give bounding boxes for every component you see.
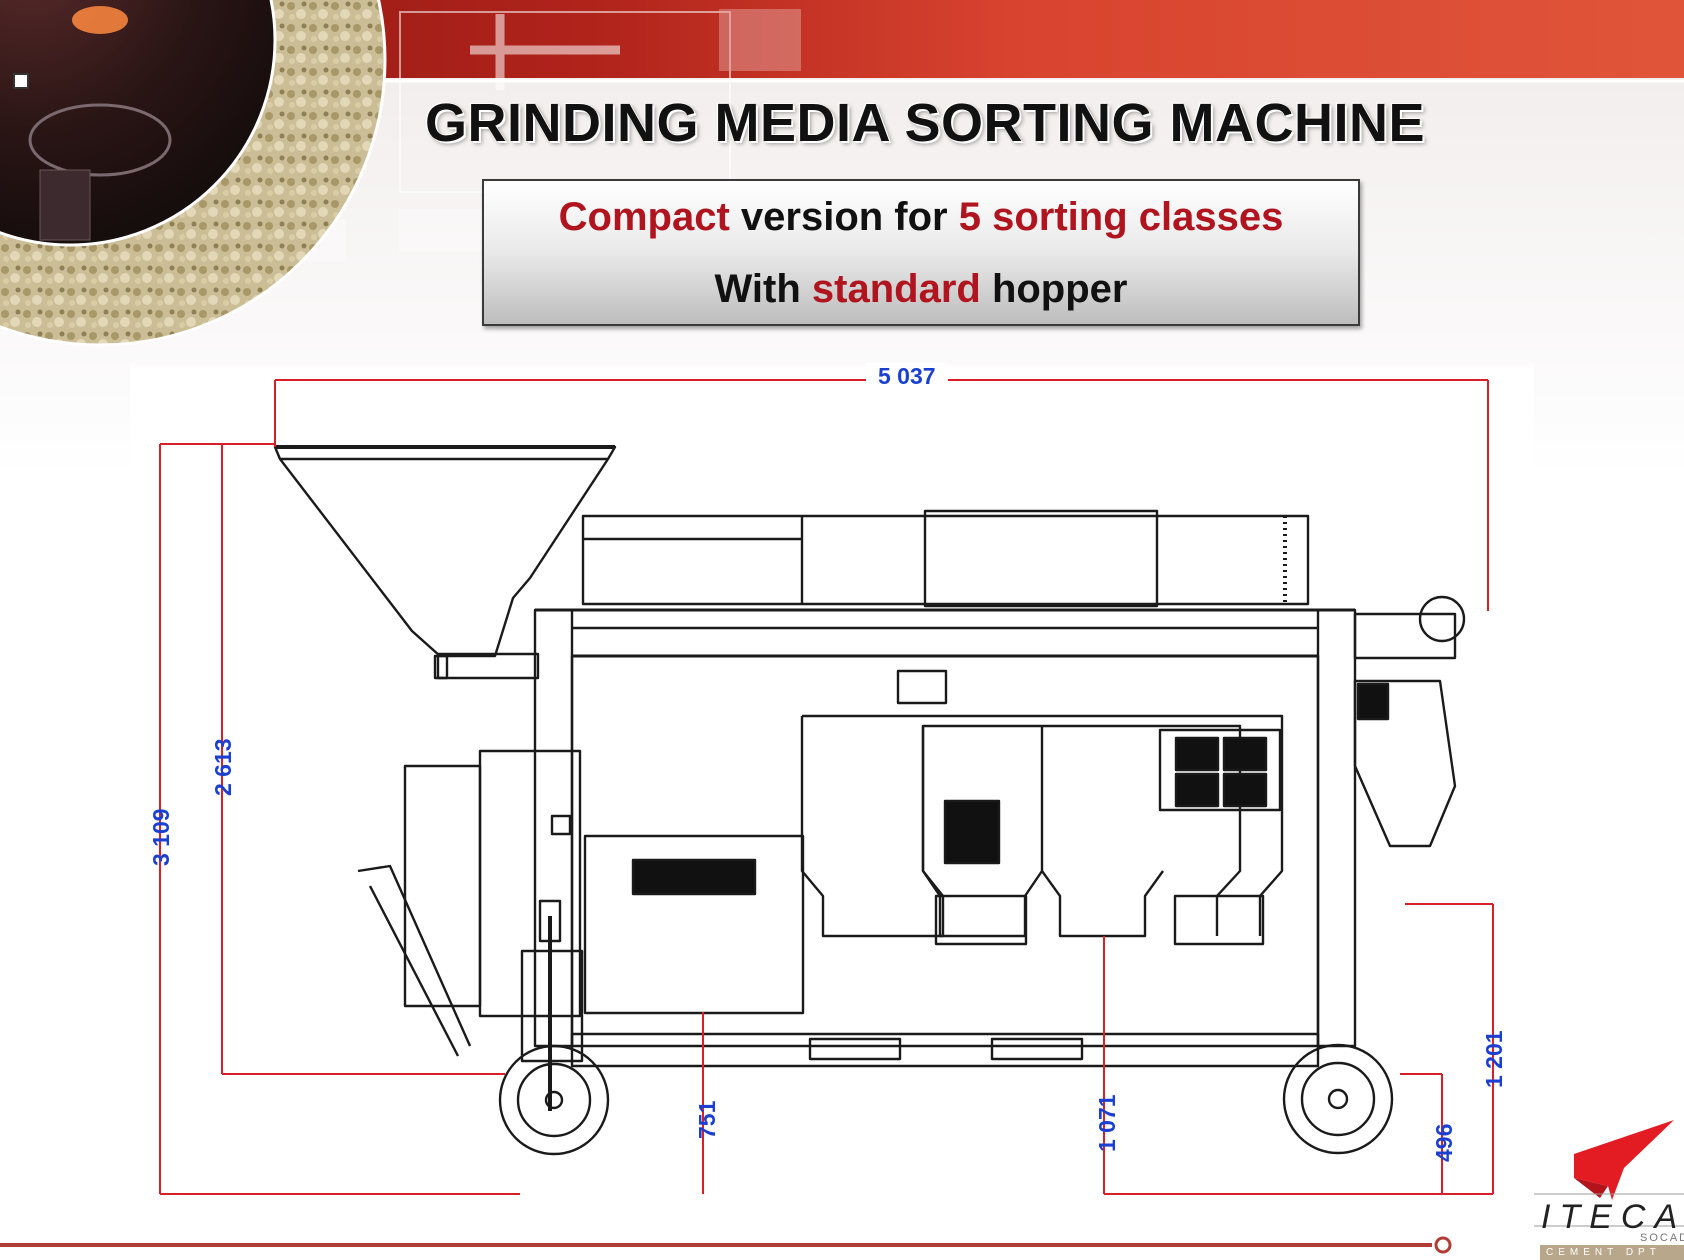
dim-1071: 1 071 (1094, 1094, 1120, 1152)
page-title: GRINDING MEDIA SORTING MACHINE (425, 93, 1425, 153)
dim-overall-length: 5 037 (866, 363, 948, 390)
subtitle-line-2: With standard hopper (484, 267, 1358, 312)
logo-band: CEMENT DPT (1540, 1245, 1684, 1260)
dim-1201: 1 201 (1481, 1030, 1507, 1088)
subtitle-text: hopper (980, 267, 1128, 311)
highlight-standard: standard (811, 267, 981, 311)
highlight-compact: Compact (558, 195, 730, 239)
machine-drawing (159, 379, 1494, 1195)
drum-housing (581, 514, 1310, 606)
machine-body (570, 654, 1320, 1048)
dim-496: 496 (1431, 1123, 1457, 1162)
dim-overall-height: 3 109 (148, 808, 174, 866)
iteca-logo-icon (1534, 1120, 1684, 1227)
technical-drawing-panel: 5 037 3 109 2 613 751 1 071 496 1 201 (130, 363, 1534, 1211)
motor-box (403, 764, 482, 1008)
dim-751: 751 (694, 1100, 720, 1139)
rear-wheel (1282, 1043, 1394, 1155)
subtitle-box: Compact version for 5 sorting classes Wi… (482, 179, 1360, 326)
subtitle-text: version for (729, 195, 959, 239)
hopper (273, 445, 617, 658)
front-wheel (498, 1044, 610, 1156)
logo-sub: SOCADEI (1640, 1232, 1684, 1244)
subtitle-text: With (714, 267, 812, 311)
subtitle-line-1: Compact version for 5 sorting classes (484, 195, 1358, 240)
logo-brand: ITECA (1541, 1198, 1684, 1236)
dim-frame-height: 2 613 (210, 738, 236, 796)
highlight-sorting-classes: 5 sorting classes (958, 195, 1284, 239)
